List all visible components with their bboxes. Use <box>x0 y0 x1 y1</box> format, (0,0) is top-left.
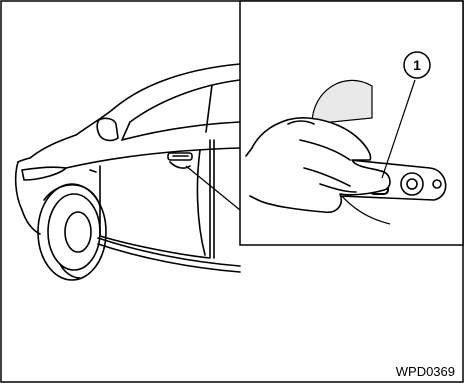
leader-line <box>186 166 240 210</box>
inset-frame <box>240 1 463 245</box>
callout-number: 1 <box>413 57 421 73</box>
inset-detail: 1 <box>240 1 463 245</box>
callout-marker: 1 <box>404 52 430 78</box>
figure-code: WPD0369 <box>396 364 455 379</box>
car-illustration <box>16 64 240 280</box>
